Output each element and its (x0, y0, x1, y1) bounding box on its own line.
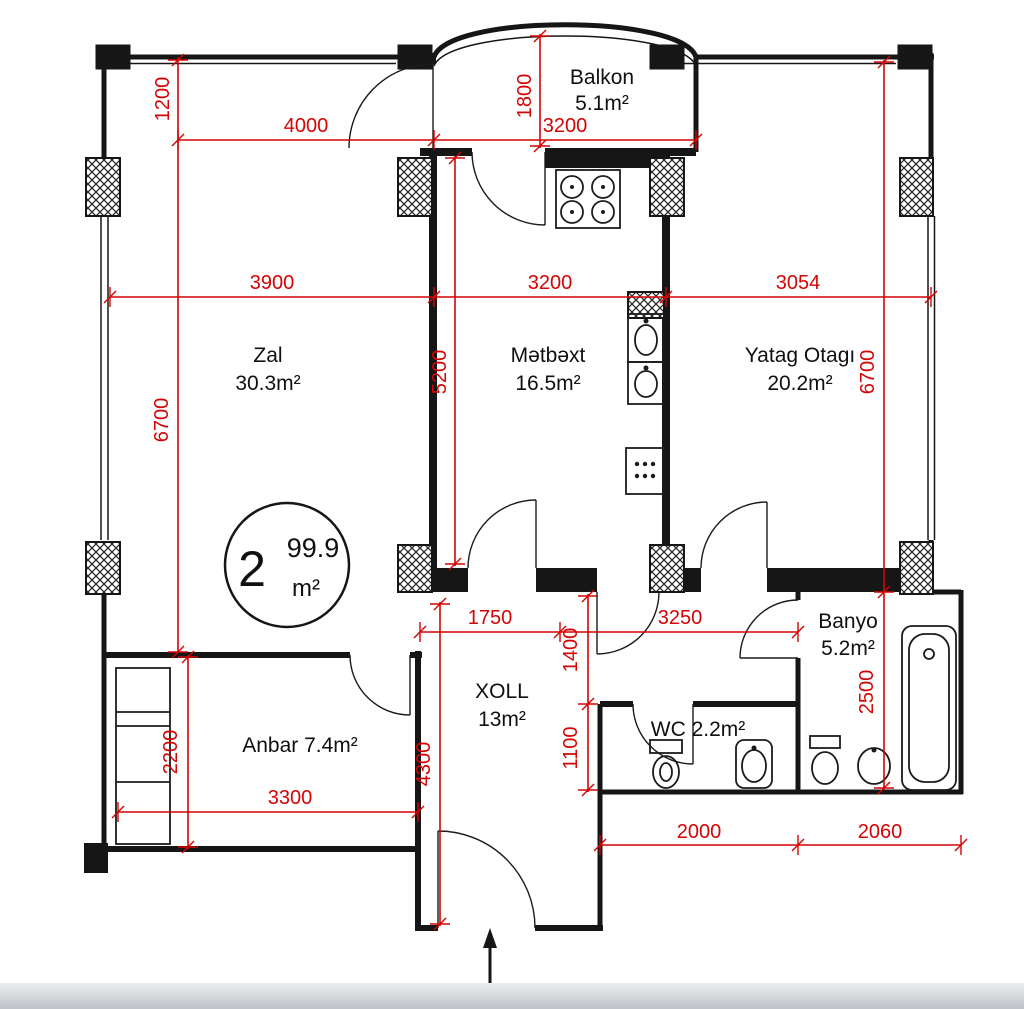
dim-wc-width: 2000 (677, 821, 722, 843)
kitchen-sink-icon (627, 313, 665, 405)
label-metbext-name: Mətbəxt (511, 344, 586, 367)
walls-layer (84, 22, 964, 931)
door-hall-arm (596, 591, 660, 655)
door-anbar (349, 654, 411, 716)
dim-balkon-width: 3200 (543, 115, 588, 137)
label-balkon-area: 5.1m² (575, 92, 629, 115)
door-bedroom (700, 501, 768, 569)
dimensions-layer: 1200 4000 3200 1800 3900 3200 3054 6700 … (103, 29, 968, 931)
stove-icon (555, 169, 621, 229)
dim-bedroom-width: 3054 (776, 272, 821, 294)
doors-layer (348, 63, 799, 929)
label-banyo-name: Banyo (818, 610, 878, 633)
label-yatag-area: 20.2m² (767, 372, 832, 395)
columns-layer (85, 44, 934, 595)
column-hatched (649, 544, 685, 593)
column (897, 44, 933, 70)
column-hatched (899, 541, 934, 595)
label-banyo-area: 5.2m² (821, 637, 875, 660)
total-area-badge: 2 99.9 m² (223, 501, 351, 629)
column-hatched (397, 157, 433, 217)
dim-banyo-width: 2060 (858, 821, 903, 843)
column (397, 44, 433, 70)
label-xoll-name: XOLL (475, 680, 529, 703)
door-entry (437, 830, 536, 929)
bottom-gradient-bar (0, 983, 1024, 1009)
dim-top-offset: 1200 (152, 77, 174, 122)
label-balkon-name: Balkon (570, 66, 634, 89)
banyo-toilet-icon (809, 735, 841, 785)
door-balkon-kitchen (471, 151, 546, 226)
dim-hall-height: 4300 (413, 742, 435, 787)
dim-anbar-height: 2200 (160, 730, 182, 775)
wc-basin-icon (735, 739, 773, 789)
dim-zal-top: 4000 (284, 115, 329, 137)
badge-number: 2 (238, 541, 266, 597)
washer-icon (625, 447, 665, 495)
wardrobe-icon (115, 667, 171, 845)
column-hatched (649, 157, 685, 217)
dim-hall-top-right: 3250 (658, 607, 703, 629)
badge-area: 99.9 (287, 533, 340, 563)
bathtub-icon (901, 625, 957, 791)
dim-hall-arm-height: 1400 (560, 628, 582, 673)
fixtures-layer (115, 169, 957, 996)
dim-zal-height: 6700 (151, 398, 173, 443)
dim-hall-top-left: 1750 (468, 607, 513, 629)
label-zal-name: Zal (253, 344, 282, 367)
wc-toilet-icon (649, 739, 683, 789)
banyo-basin-icon (857, 747, 891, 785)
column-hatched (85, 541, 121, 595)
column-hatched (85, 157, 121, 217)
dim-balkon-depth: 1800 (514, 74, 536, 119)
dim-kitchen-width: 3200 (528, 272, 573, 294)
dim-wc-height: 1100 (560, 726, 582, 769)
label-zal-area: 30.3m² (235, 372, 300, 395)
dim-bedroom-height: 6700 (857, 350, 879, 395)
label-wc: WC 2.2m² (651, 718, 746, 741)
label-anbar: Anbar 7.4m² (242, 734, 358, 757)
column (95, 44, 131, 70)
dim-anbar-width: 3300 (268, 787, 313, 809)
windows-layer (100, 62, 936, 540)
door-zal-balkon (348, 63, 434, 149)
door-kitchen (467, 499, 537, 569)
label-metbext-area: 16.5m² (515, 372, 580, 395)
dim-kitchen-height: 5200 (429, 350, 451, 395)
column-hatched (899, 157, 934, 217)
column (649, 44, 685, 70)
badge-unit: m² (292, 575, 320, 602)
dim-zal-width: 3900 (250, 272, 295, 294)
column-hatched (397, 544, 433, 593)
room-labels: Balkon 5.1m² Zal 30.3m² Mətbəxt 16.5m² Y… (235, 66, 877, 757)
dim-banyo-height: 2500 (856, 670, 878, 715)
door-banyo (739, 599, 799, 659)
label-yatag-name: Yatag Otagı (745, 344, 856, 367)
label-xoll-area: 13m² (478, 708, 526, 731)
